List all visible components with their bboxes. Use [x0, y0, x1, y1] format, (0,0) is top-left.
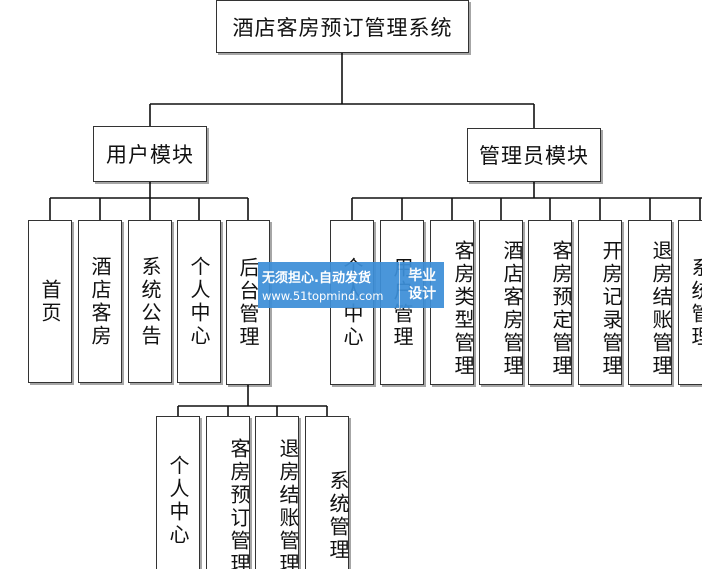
watermark-badge: 毕业 设计 — [399, 262, 444, 308]
backend-item-system: 系统管理 — [305, 416, 350, 569]
watermark-banner: 无须担心.自动发货 www.51topmind.com 毕业 设计 — [258, 262, 444, 308]
watermark-url: www.51topmind.com — [262, 289, 384, 303]
system-title: 酒店客房预订管理系统 — [232, 15, 453, 40]
admin-module-label: 管理员模块 — [479, 144, 589, 168]
admin-item-system: 系统管理 — [678, 220, 702, 385]
user-item-home: 首页 — [28, 220, 72, 383]
admin-item-checkout: 退房结账管理 — [628, 220, 673, 385]
user-item-hotel-rooms: 酒店客房 — [78, 220, 122, 383]
user-item-announcements: 系统公告 — [128, 220, 172, 383]
backend-item-room-booking: 客房预订管理 — [206, 416, 250, 569]
user-module-label: 用户模块 — [106, 143, 194, 167]
backend-item-personal-center: 个人中心 — [156, 416, 200, 569]
admin-item-room-reservation: 客房预定管理 — [528, 220, 573, 385]
admin-item-hotel-room: 酒店客房管理 — [479, 220, 524, 385]
user-module-box: 用户模块 — [93, 126, 207, 182]
backend-item-checkout: 退房结账管理 — [255, 416, 299, 569]
admin-module-box: 管理员模块 — [467, 128, 601, 182]
watermark-slogan: 无须担心.自动发货 — [262, 271, 371, 286]
user-item-personal-center: 个人中心 — [177, 220, 221, 383]
admin-item-checkin-records: 开房记录管理 — [578, 220, 623, 385]
system-title-box: 酒店客房预订管理系统 — [216, 0, 469, 53]
